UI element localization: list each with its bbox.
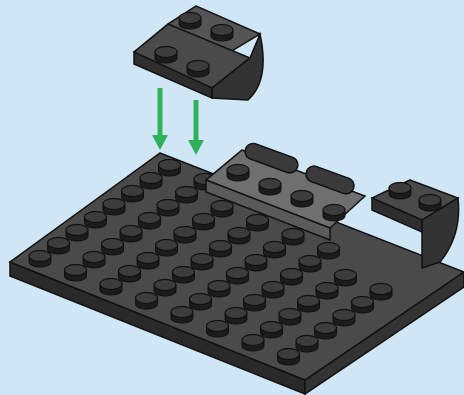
plate-stud	[173, 267, 195, 283]
plate-stud	[298, 296, 320, 313]
plate-stud	[48, 238, 70, 255]
plate-stud	[279, 309, 301, 326]
plate-stud	[352, 297, 374, 314]
plate-stud	[174, 227, 196, 244]
plate-stud	[244, 295, 266, 312]
plate-stud	[65, 265, 87, 282]
plate-stud	[261, 322, 283, 339]
plate-stud	[66, 225, 88, 242]
plate-stud	[333, 310, 355, 327]
plate-stud	[247, 215, 269, 232]
plate-stud	[278, 349, 300, 366]
plate-stud	[176, 187, 198, 204]
hinge-stud	[259, 179, 281, 196]
plate-stud	[193, 214, 215, 231]
plate-stud	[262, 282, 284, 299]
plate-stud	[157, 200, 179, 217]
plate-stud	[139, 213, 161, 230]
plate-stud	[171, 307, 193, 324]
plate-stud	[370, 284, 392, 301]
plate-stud	[210, 241, 232, 258]
plate-stud	[122, 186, 144, 203]
plate-stud	[282, 229, 304, 246]
plate-stud	[245, 255, 267, 272]
hinge-stud	[323, 205, 345, 222]
plate-stud	[120, 226, 142, 243]
plate-stud	[154, 280, 176, 297]
plate-stud	[318, 243, 340, 260]
plate-stud	[225, 308, 247, 325]
plate-stud	[207, 321, 229, 338]
plate-stud	[190, 294, 212, 311]
plate-stud	[140, 173, 162, 190]
plate-stud	[102, 239, 124, 256]
plate-stud	[316, 283, 338, 300]
loose-stud	[187, 61, 209, 78]
loose-back-stud	[179, 13, 201, 30]
placed-slope-stud	[389, 183, 411, 200]
plate-stud	[208, 281, 230, 298]
hinge-stud	[291, 191, 313, 208]
plate-stud	[315, 323, 337, 340]
plate-stud	[211, 201, 233, 218]
plate-stud	[103, 199, 125, 216]
loose-stud	[155, 47, 177, 64]
plate-stud	[85, 212, 107, 228]
plate-stud	[29, 251, 51, 268]
plate-stud	[335, 270, 357, 287]
plate-stud	[137, 253, 159, 270]
plate-stud	[136, 293, 158, 310]
plate-stud	[119, 266, 141, 283]
hinge-stud	[227, 165, 249, 182]
placed-slope-stud	[419, 195, 441, 212]
plate-stud	[299, 256, 321, 273]
plate-stud	[100, 279, 122, 296]
plate-stud	[191, 254, 213, 271]
plate-stud	[156, 240, 178, 257]
plate-stud	[83, 252, 105, 269]
plate-stud	[264, 242, 286, 259]
plate-stud	[159, 160, 181, 177]
plate-stud	[296, 336, 318, 353]
plate-stud	[228, 228, 250, 245]
plate-stud	[281, 269, 303, 286]
loose-back-stud	[211, 25, 233, 42]
plate-stud	[227, 268, 249, 285]
plate-stud	[242, 335, 264, 352]
